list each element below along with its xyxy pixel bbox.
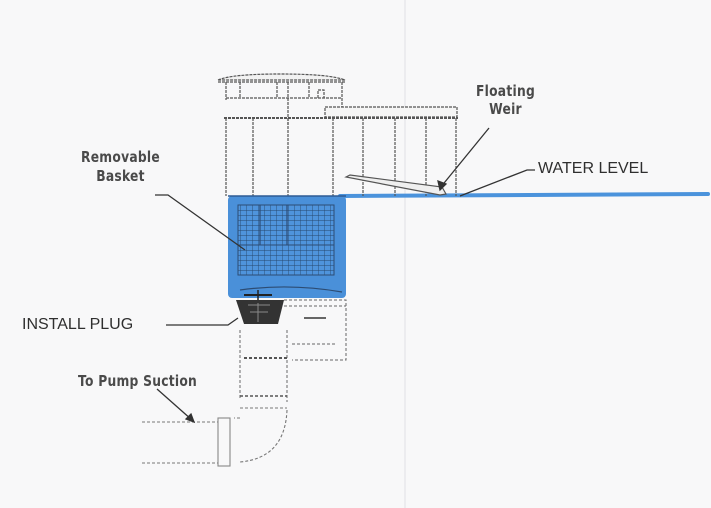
suction-pipe bbox=[234, 330, 288, 463]
weir-housing bbox=[224, 106, 458, 196]
install-plug bbox=[236, 290, 284, 324]
to-pump-suction-label: To Pump Suction bbox=[78, 372, 198, 390]
removable-basket-label-line1: Removable bbox=[81, 148, 160, 166]
floating-weir-label: Floating Weir bbox=[476, 84, 535, 117]
removable-basket bbox=[228, 195, 346, 298]
install-plug-label: INSTALL PLUG bbox=[22, 316, 134, 333]
floating-weir bbox=[344, 174, 447, 196]
water-level-line bbox=[338, 192, 710, 198]
skimmer-side-housing bbox=[284, 299, 347, 361]
floating-weir-label-line1: Floating bbox=[476, 82, 536, 100]
elbow-pipe bbox=[142, 417, 231, 467]
leader-lines bbox=[155, 127, 535, 424]
floating-weir-label-line2: Weir bbox=[489, 100, 522, 118]
paper-fold-line bbox=[404, 0, 406, 508]
skimmer-lid bbox=[217, 73, 346, 125]
water-level-label: WATER LEVEL bbox=[538, 160, 649, 177]
removable-basket-label: Removable Basket bbox=[81, 150, 160, 184]
removable-basket-label-line2: Basket bbox=[96, 167, 145, 185]
